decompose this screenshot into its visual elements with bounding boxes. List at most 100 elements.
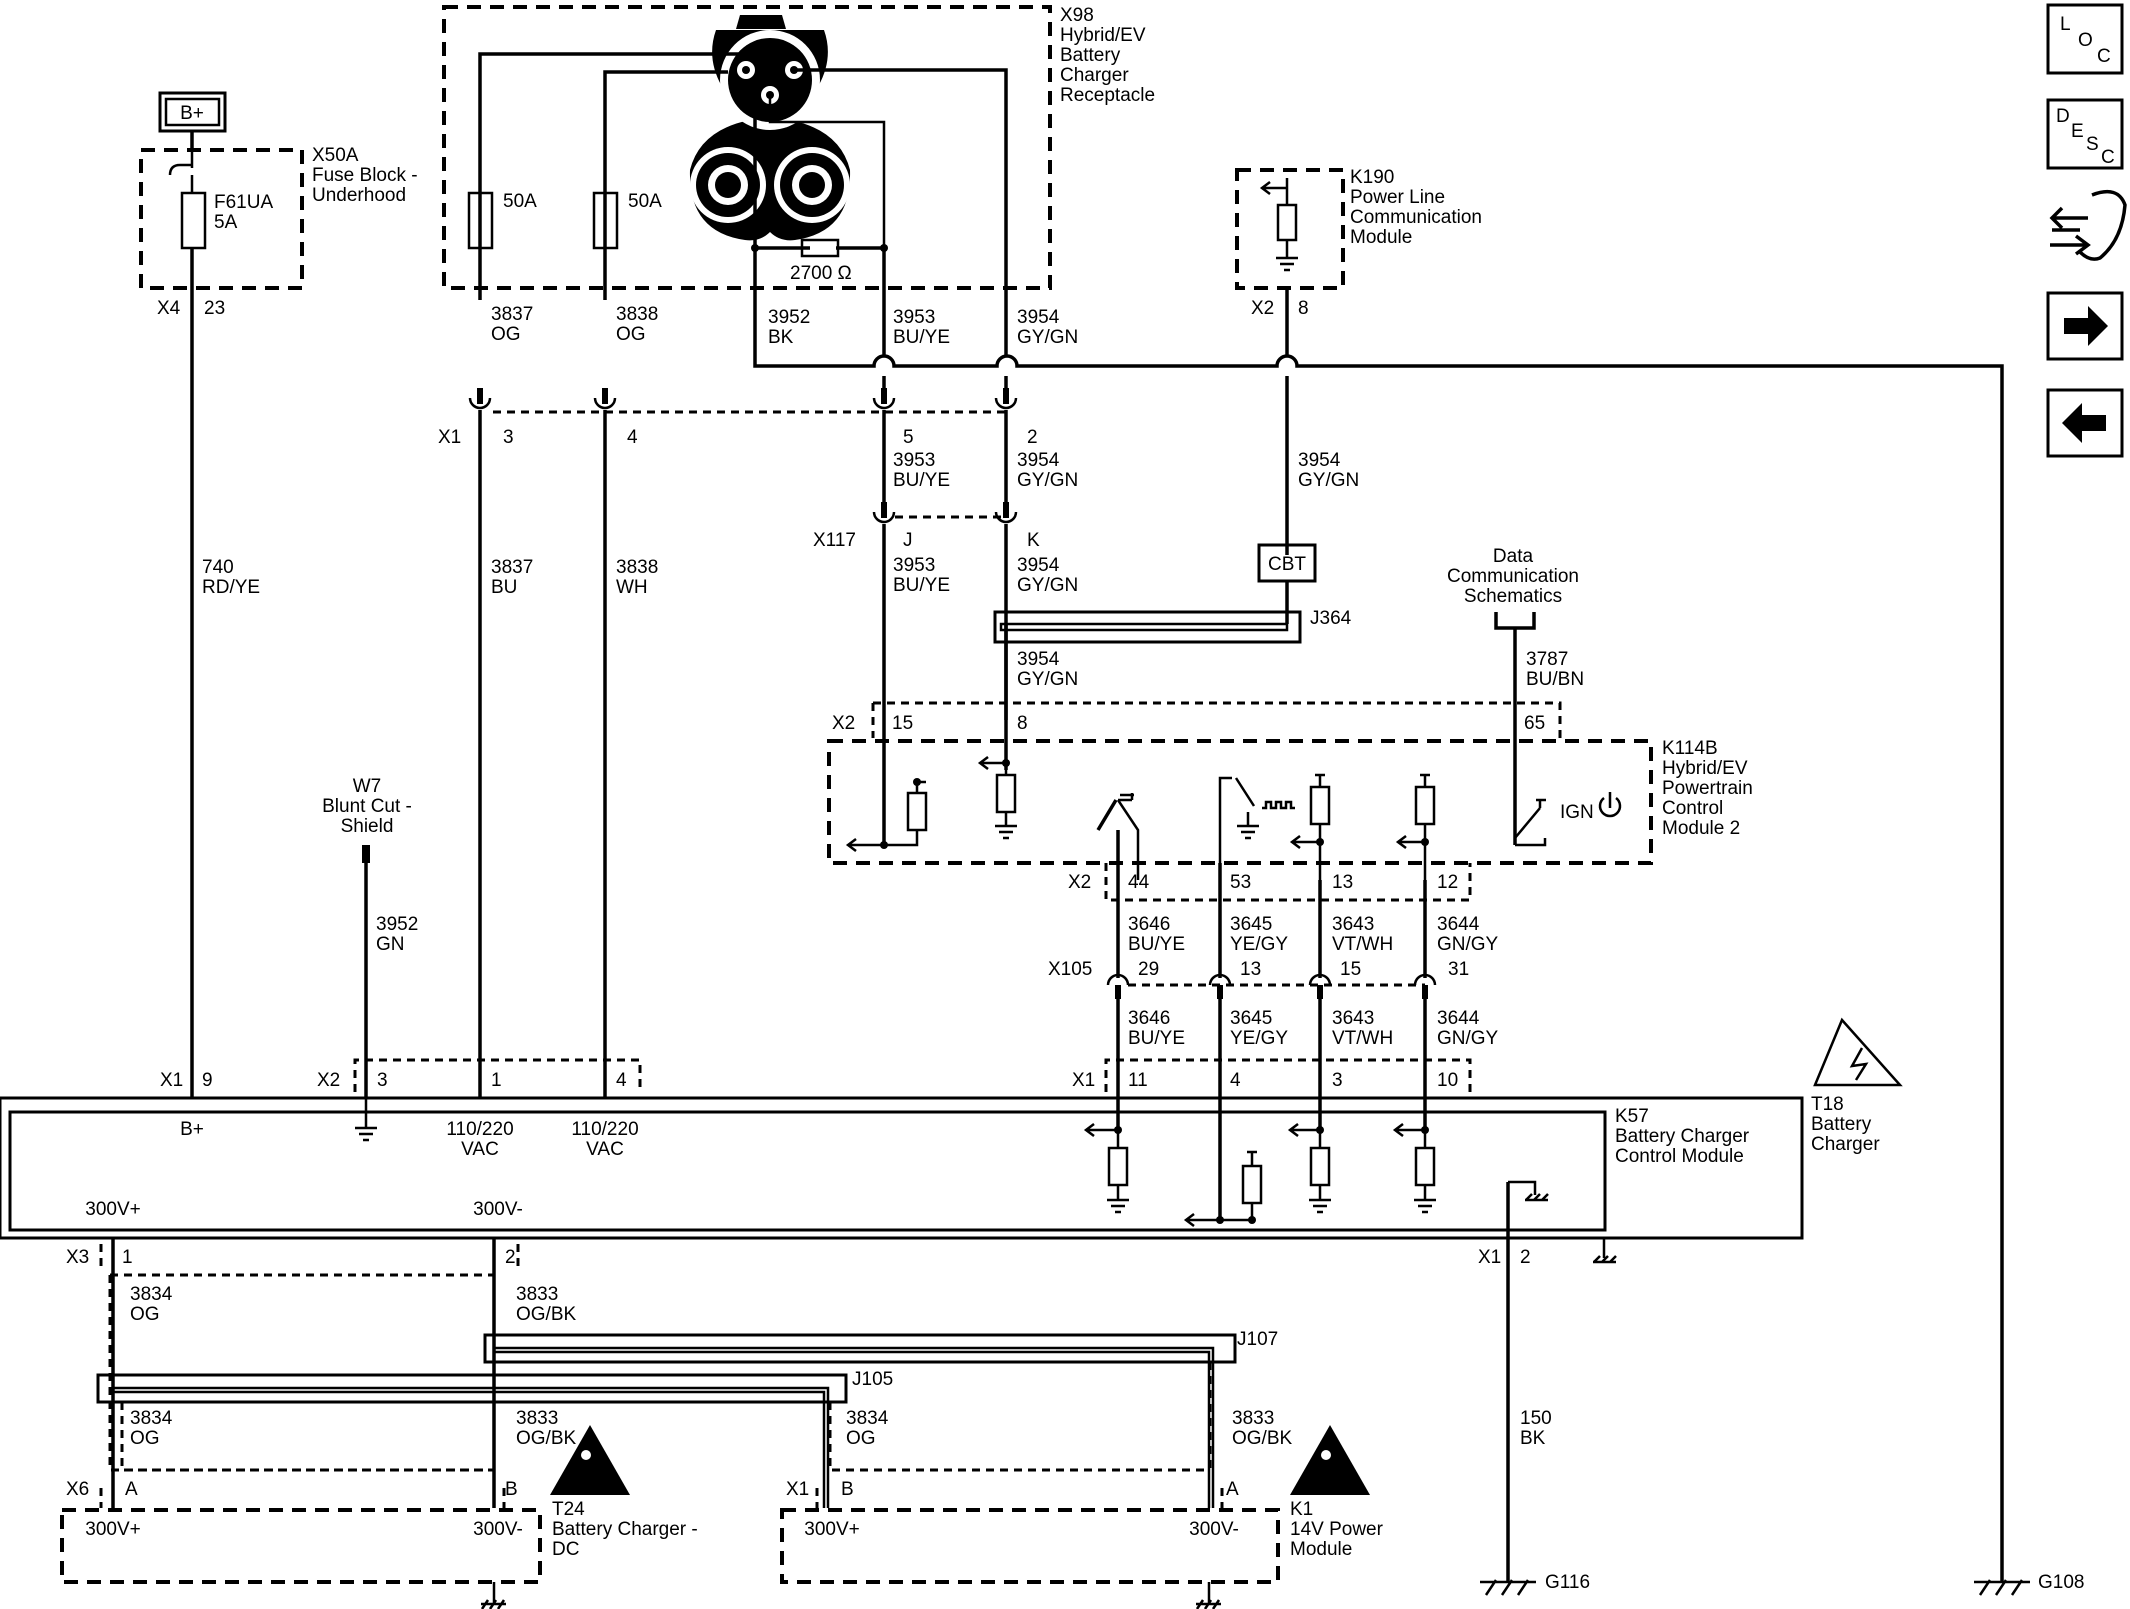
w3837-low-num: 3837 — [491, 557, 533, 578]
w3643-color: VT/WH — [1332, 934, 1393, 955]
fuse-block-outline — [139, 148, 304, 290]
x105-pin-15: 15 — [1340, 959, 1361, 980]
rec-wire-l2 — [603, 70, 728, 300]
w3954-num: 3954 — [1017, 307, 1060, 328]
x1-pin-5: 5 — [903, 427, 914, 448]
datacomm-1: Data — [1493, 546, 1534, 567]
plc-title-3: Communication — [1350, 207, 1482, 228]
left-arrow-icon — [2062, 403, 2106, 443]
charger-bplus: B+ — [180, 1119, 204, 1140]
pcm-ign: IGN — [1560, 802, 1594, 823]
module-title-3: Control Module — [1615, 1146, 1744, 1167]
charger-title-2: Battery — [1811, 1114, 1872, 1135]
j105-label: J105 — [852, 1369, 893, 1390]
x105-terminals — [1106, 973, 1437, 999]
w3834a-num: 3834 — [130, 1284, 173, 1305]
pcm-internal-circuits — [845, 756, 1622, 880]
module-title-2: Battery Charger — [1615, 1126, 1750, 1147]
connector-icon[interactable] — [2049, 189, 2127, 261]
w150-color: BK — [1520, 1428, 1546, 1449]
battery-source-label: B+ — [180, 103, 204, 124]
w3954-b-num: 3954 — [1017, 649, 1060, 670]
pcm-pin-15: 15 — [892, 713, 913, 734]
loc-o: O — [2078, 30, 2093, 51]
shield-ground — [355, 1098, 377, 1142]
charger-x1-bottom: X1 — [1478, 1247, 1501, 1268]
ground-g116-label: G116 — [1545, 1572, 1590, 1593]
w3644-num: 3644 — [1437, 914, 1480, 935]
dc-charger-pos: 300V+ — [85, 1519, 140, 1540]
w3834b-num: 3834 — [130, 1408, 173, 1429]
w3953-mid-color: BU/YE — [893, 470, 950, 491]
charger-300vp: 300V+ — [85, 1199, 140, 1220]
w3645-color: YE/GY — [1230, 934, 1288, 955]
fuse-50a-right — [592, 191, 619, 250]
w3953-mid-num: 3953 — [893, 450, 935, 471]
w3952-color: BK — [768, 327, 794, 348]
w3837-color: OG — [491, 324, 521, 345]
charger-x1b-bar — [1104, 1058, 1472, 1092]
x1-pin-3: 3 — [503, 427, 514, 448]
desc-button[interactable]: D E S C — [2046, 98, 2124, 170]
x1-terminals — [468, 388, 1018, 410]
rec-wire-cp — [794, 68, 1008, 300]
vac1-2: VAC — [461, 1139, 499, 1160]
plc-resistor — [1276, 203, 1298, 242]
plc-ground — [1276, 188, 1298, 272]
right-arrow-button[interactable] — [2046, 291, 2124, 361]
rec-title-3: Battery — [1060, 45, 1121, 66]
dc-charger-pin-b: B — [505, 1479, 518, 1500]
fuse-f61ua — [180, 191, 207, 250]
w3643b-color: VT/WH — [1332, 1028, 1393, 1049]
shield-terminal — [362, 845, 370, 863]
pcm-pin-44: 44 — [1128, 872, 1150, 893]
dc-charger-ground — [480, 1582, 506, 1609]
w3838-color: OG — [616, 324, 646, 345]
ground-g108-label: G108 — [2038, 1572, 2084, 1593]
rec-wire-pe — [753, 86, 886, 300]
loc-c: C — [2097, 46, 2111, 67]
w3644b-color: GN/GY — [1437, 1028, 1499, 1049]
pcm-x2b-bar — [1104, 863, 1472, 902]
w3833b-num: 3833 — [516, 1408, 558, 1429]
w3645-num: 3645 — [1230, 914, 1272, 935]
power-module-pin-b: B — [841, 1479, 854, 1500]
loc-button[interactable]: L O C — [2046, 3, 2124, 75]
w3952-num: 3952 — [768, 307, 810, 328]
fuse-block-title-2: Fuse Block - — [312, 165, 418, 186]
charger-x2-pin-1: 1 — [491, 1070, 502, 1091]
w3953-low-color: BU/YE — [893, 575, 950, 596]
plc-module-outline — [1235, 168, 1345, 290]
j364-splice-bar — [993, 610, 1302, 644]
x1-name: X1 — [438, 427, 461, 448]
desc-s: S — [2086, 134, 2099, 155]
left-arrow-button[interactable] — [2046, 388, 2124, 458]
w3644-color: GN/GY — [1437, 934, 1499, 955]
w3954-plc-color: GY/GN — [1298, 470, 1359, 491]
cbt-label: CBT — [1268, 554, 1306, 575]
power-module-neg: 300V- — [1189, 1519, 1239, 1540]
w3953-num: 3953 — [893, 307, 935, 328]
w3954-color: GY/GN — [1017, 327, 1078, 348]
w3838-num: 3838 — [616, 304, 658, 325]
loc-l: L — [2060, 14, 2071, 35]
pcm-title-2: Hybrid/EV — [1662, 758, 1748, 779]
x105-name: X105 — [1048, 959, 1092, 980]
pcm-output-wires — [1116, 880, 1427, 978]
vac2-1: 110/220 — [571, 1119, 638, 1140]
charger-x2-bar — [353, 1058, 642, 1092]
w3838-low-num: 3838 — [616, 557, 658, 578]
w3834c-num: 3834 — [846, 1408, 889, 1429]
w3954-b-color: GY/GN — [1017, 669, 1078, 690]
w3837-num: 3837 — [491, 304, 533, 325]
pcm-x2b-name: X2 — [1068, 872, 1091, 893]
w3834b-color: OG — [130, 1428, 160, 1449]
w3833b-color: OG/BK — [516, 1428, 577, 1449]
w3644b-num: 3644 — [1437, 1008, 1480, 1029]
x117-name: X117 — [813, 530, 856, 551]
datacomm-3: Schematics — [1464, 586, 1562, 607]
x117-terminals — [872, 502, 1018, 524]
plc-title-4: Module — [1350, 227, 1412, 248]
pcm-title-5: Module 2 — [1662, 818, 1740, 839]
